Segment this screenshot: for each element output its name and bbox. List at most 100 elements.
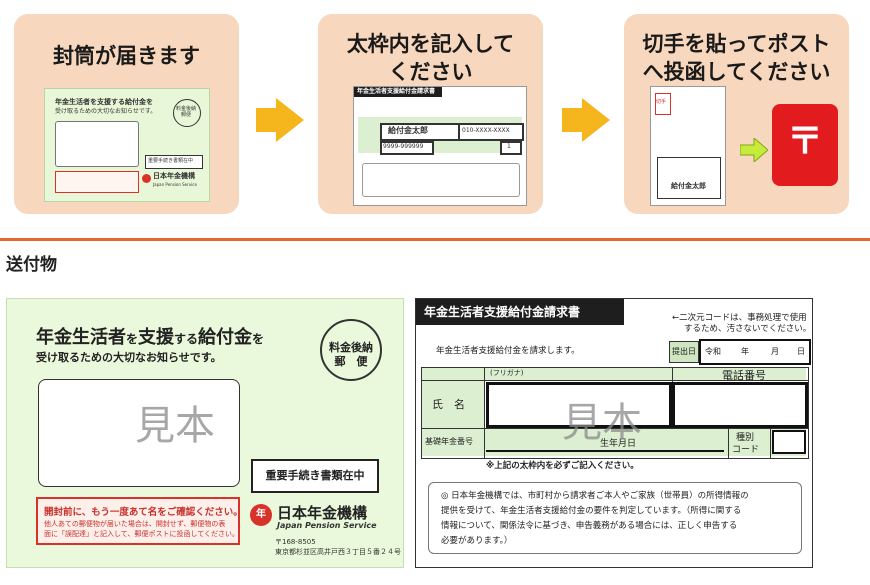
kind-code-input[interactable] (772, 430, 806, 454)
misdelivery-line3: 面に「誤配達」と記入して、郵便ポストに投函してください。 (44, 530, 240, 538)
basic-number-input[interactable] (486, 430, 724, 452)
envelope-title-c: 支援 (138, 327, 175, 348)
grid-header-row (484, 368, 806, 380)
furigana-label: (フリガナ) (490, 369, 524, 377)
info-line4: 必要があります。） (441, 536, 513, 546)
claim-form-sample: 年金生活者支援給付金請求書 ←二次元コードは、事務処理で使用 するため、汚さない… (415, 298, 813, 568)
envelope-subtitle: 受け取るための大切なお知らせです。 (36, 351, 222, 364)
step-2-title-line1: 太枠内を記入して (346, 32, 515, 56)
org-address: 東京都杉並区高井戸西３丁目５番２４号 (275, 548, 401, 556)
step-3-title-line1: 切手を貼ってポスト (642, 32, 831, 56)
address-window (38, 379, 240, 487)
jps-logo-icon: 年 (250, 504, 272, 526)
grid-line (728, 428, 729, 458)
green-arrow-icon (740, 138, 768, 162)
mini-postage-text: 料金後納 郵便 (175, 106, 196, 118)
date-label: 提出日 (669, 341, 699, 363)
envelope-title: 年金生活者を支援する給付金を (36, 323, 264, 349)
form-intro: 年金生活者支援給付金を請求します。 (436, 346, 580, 356)
mini-env-title: 年金生活者を支援する給付金を (55, 98, 153, 106)
mini-env-important (145, 155, 203, 169)
envelope-title-d: する (174, 332, 199, 346)
phone-input[interactable] (672, 382, 808, 428)
postage-mark: 料金後納 郵 便 (320, 319, 382, 381)
step-3-title: 切手を貼ってポスト へ投函してください (624, 30, 849, 86)
mini-form-box-cell (500, 141, 522, 155)
mini-postage-circle (173, 99, 201, 127)
step-2-title-line2: ください (388, 60, 473, 84)
envelope-watermark: 見本 (135, 403, 215, 449)
misdelivery-notice: 開封前に、もう一度あて名をご確認ください。 他人あての郵便物が届いた場合は、開封… (36, 497, 243, 545)
envelope-title-f: を (252, 332, 265, 346)
mini-post-window (657, 157, 721, 199)
date-month: 月 (771, 347, 779, 356)
envelope-sample: 年金生活者を支援する給付金を 受け取るための大切なお知らせです。 料金後納 郵 … (6, 298, 404, 568)
section-title: 送付物 (6, 255, 57, 275)
form-watermark: 見本 (562, 400, 642, 446)
form-grid: (フリガナ) 電話番号 氏 名 基礎年金番号 生年月日 種別 コード 見本 (421, 367, 809, 459)
postage-line2: 郵 便 (334, 355, 368, 368)
kind-label-l2: コード (732, 445, 760, 455)
date-era: 令和 (705, 347, 721, 356)
mini-form-number-cell (380, 141, 434, 155)
mini-envelope-image: 年金生活者を支援する給付金を 受け取るための大切なお知らせです。 料金後納 郵便… (44, 88, 210, 202)
birth-label: 生年月日 (600, 439, 637, 449)
mini-form-title: 年金生活者支援給付金請求書 (357, 88, 436, 95)
mini-env-org-en: Japan Pension Service (153, 182, 197, 187)
mini-env-subtitle: 受け取るための大切なお知らせです。 (55, 108, 157, 115)
important-docs-label: 重要手続き書類在中 (251, 459, 379, 493)
qr-note-line2: するため、汚さないでください。 (684, 324, 812, 334)
step-arrow-1 (276, 98, 304, 142)
info-line3: 情報について、関係法令に基づき、申告義務がある場合には、正しく申告する (441, 521, 738, 531)
section-divider (0, 238, 870, 241)
info-line2: 提供を受けて、年金生活者支援給付金の要件を判定しています。（所得に関する (441, 506, 742, 516)
step-arrow-2 (582, 98, 610, 142)
date-day: 日 (797, 347, 805, 356)
step-3-title-line2: へ投函してください (642, 60, 831, 84)
mini-form-info (362, 163, 520, 197)
form-header: 年金生活者支援給付金請求書 (416, 299, 624, 325)
mini-stamp (655, 93, 671, 115)
grid-line (422, 380, 808, 381)
mini-post-name: 給付金太郎 (671, 182, 706, 190)
mini-form-phone: 010-XXXX-XXXX (462, 127, 510, 134)
phone-label: 電話番号 (722, 369, 766, 382)
postage-line1: 料金後納 (329, 341, 373, 354)
envelope-title-a: 年金生活者 (36, 327, 126, 348)
basic-number-label: 基礎年金番号 (425, 437, 473, 446)
post-box-icon: 〒 (772, 104, 838, 186)
mini-form-name: 給付金太郎 (388, 126, 428, 135)
info-line1: ◎ 日本年金機構では、市町村から請求者ご本人やご家族（世帯員）の所得情報の (441, 491, 749, 501)
info-box: ◎ 日本年金機構では、市町村から請求者ご本人やご家族（世帯員）の所得情報の 提供… (428, 482, 802, 554)
org-name: 日本年金機構 (277, 504, 368, 522)
mini-stamp-text: 切手 (656, 99, 667, 105)
misdelivery-line2: 他人あての郵便物が届いた場合は、開封せず、郵便物の表 (44, 520, 226, 528)
grid-line (484, 368, 485, 458)
kind-label-l1: 種別 (736, 433, 755, 443)
name-label: 氏 名 (432, 398, 465, 411)
mini-env-important-text: 重要手続き書類在中 (148, 158, 194, 164)
qr-note: ←二次元コードは、事務処理で使用 するため、汚さないでください。 (672, 313, 811, 335)
step-2-title: 太枠内を記入して ください (318, 30, 543, 86)
grid-line (770, 428, 771, 458)
org-zip: 〒168-8505 (275, 538, 316, 546)
mini-logo-icon (142, 174, 151, 183)
mini-env-window (55, 121, 139, 167)
mini-form-header (354, 87, 442, 97)
date-field[interactable]: 令和 年 月 日 (699, 339, 811, 365)
mini-return-envelope-image: 切手 給付金太郎 (650, 86, 726, 206)
mini-env-red-box (55, 171, 139, 193)
mini-env-org: 日本年金機構 (153, 172, 195, 180)
org-name-en: Japan Pension Service (277, 521, 377, 530)
required-note: ※上記の太枠内を必ずご記入ください。 (486, 461, 639, 471)
mini-form-number: 9999-999999 (383, 143, 424, 150)
qr-note-line1: ←二次元コードは、事務処理で使用 (672, 313, 807, 323)
step-arrow-1-stem (256, 108, 278, 132)
name-input[interactable] (486, 382, 672, 428)
date-year: 年 (741, 347, 749, 356)
misdelivery-line1: 開封前に、もう一度あて名をご確認ください。 (44, 507, 243, 518)
mini-form-box: 1 (507, 143, 511, 150)
step-arrow-2-stem (562, 108, 584, 132)
step-1-title: 封筒が届きます (14, 42, 239, 70)
envelope-title-e: 給付金 (198, 327, 253, 348)
